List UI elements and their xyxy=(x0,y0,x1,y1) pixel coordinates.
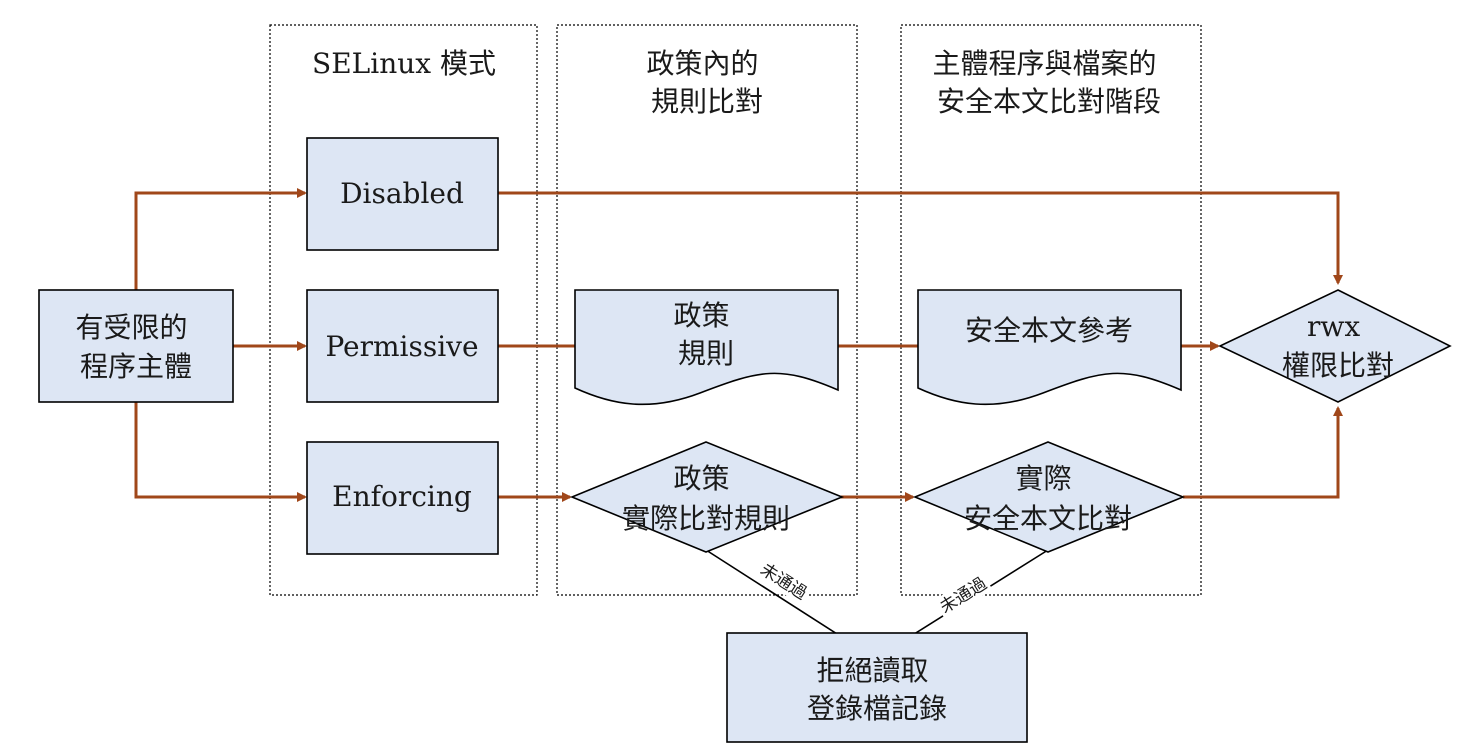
context-fail-label-bg xyxy=(933,570,993,620)
edge-subject-to-enforcing xyxy=(134,402,307,502)
disabled-mode-node xyxy=(306,137,499,251)
permissive-mode-label: Permissive xyxy=(325,330,478,363)
context-check-label: 實際 安全本文比對 xyxy=(964,462,1132,535)
policy-rules-label: 政策 規則 xyxy=(674,299,739,370)
edge-disabled-to-rwx xyxy=(498,191,1343,285)
policy-check-diamond xyxy=(569,441,845,553)
rwx-check-diamond xyxy=(1218,289,1452,403)
lane-selinux-mode xyxy=(269,24,538,596)
disabled-mode-label: Disabled xyxy=(340,177,464,210)
policy-check-label: 政策 實際比對規則 xyxy=(622,462,790,535)
deny-log-node xyxy=(726,632,1028,743)
lane-context-title: 主體程序與檔案的 安全本文比對階段 xyxy=(933,47,1166,118)
context-check-diamond xyxy=(912,441,1186,553)
policy-fail-label: 未通過 xyxy=(757,560,811,604)
edge-subject-to-disabled xyxy=(134,188,307,290)
context-reference-label: 安全本文參考 xyxy=(965,314,1133,347)
lane-mode-title: SELinux 模式 xyxy=(312,47,496,80)
subject-label: 有受限的 程序主體 xyxy=(76,311,197,383)
lane-policy-rule-check xyxy=(556,24,858,596)
context-reference-document xyxy=(917,289,1182,406)
lane-policy-title: 政策內的 規則比對 xyxy=(647,47,768,118)
edge-context-to-rwx xyxy=(1183,406,1343,499)
subject-node xyxy=(38,289,234,403)
lane-context-check xyxy=(900,24,1202,596)
enforcing-mode-label: Enforcing xyxy=(332,480,472,513)
context-fail-label: 未通過 xyxy=(937,574,991,618)
permissive-mode-node xyxy=(306,289,499,403)
rwx-check-label: rwx 權限比對 xyxy=(1282,310,1394,382)
policy-fail-label-bg xyxy=(754,556,814,606)
policy-rules-document xyxy=(574,289,839,406)
enforcing-mode-node xyxy=(306,441,499,555)
deny-log-label: 拒絕讀取 登錄檔記錄 xyxy=(807,654,947,725)
